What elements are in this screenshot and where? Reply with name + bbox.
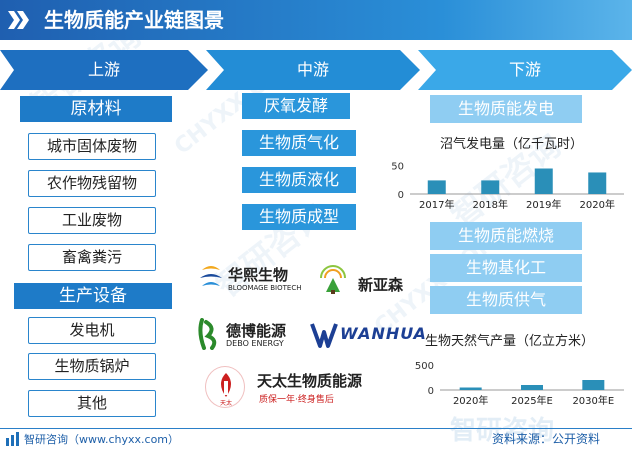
company-name: 华熙生物 [228,266,289,284]
bloomage-logo-icon [200,266,222,286]
company-logo-tiantai: 天太 天太生物质能源 质保一年·终身售后 [205,364,375,412]
company-name: 天太生物质能源 [257,372,363,390]
chart-title: 沼气发电量（亿千瓦时） [440,137,584,152]
wanhua-logo-icon [310,323,338,348]
stage-label-upstream: 上游 [87,60,120,79]
page-title: 生物质能产业链图景 [44,8,224,32]
double-chevron-icon [8,11,30,29]
biogas-production-chart: 0 500 2020年 2025年E 2030年E [415,361,624,407]
x-tick-label: 2020年 [580,198,615,211]
footer-source: 资料来源：公开资料 [492,432,601,446]
raw-material-item: 农作物残留物 [28,170,156,197]
bar [459,387,482,390]
x-tick-label: 2025年E [511,394,553,407]
company-subtitle: BLOOMAGE BIOTECH [228,284,302,292]
downstream-item: 生物质供气 [430,286,582,314]
midstream-item: 厌氧发酵 [242,93,350,119]
company-logo-wanhua: WANHUA [310,318,426,354]
raw-material-item: 畜禽粪污 [28,244,156,271]
midstream-item: 生物质液化 [242,167,356,193]
equipment-item: 发电机 [28,317,156,344]
x-tick-label: 2017年 [419,198,454,211]
y-tick-label: 0 [428,386,434,397]
stage-label-downstream: 下游 [508,60,541,79]
raw-materials-heading: 原材料 [20,96,172,122]
bar [588,172,607,194]
bar [427,180,446,194]
y-tick-label: 50 [391,162,404,173]
equipment-heading: 生产设备 [14,283,172,309]
downstream-item: 生物基化工 [430,254,582,282]
bar [481,180,500,194]
raw-material-item: 工业废物 [28,207,156,234]
midstream-item: 生物质气化 [242,130,356,156]
footer-divider [0,428,632,429]
footer-brand: 智研咨询（www.chyxx.com） [24,433,180,446]
equipment-item: 其他 [28,390,156,417]
y-tick-label: 0 [398,190,404,201]
x-tick-label: 2018年 [473,198,508,211]
title-bar [0,0,632,40]
company-logo-xinyasen: 新亚森 [318,262,418,302]
stage-arrow-upstream: 上游 [0,50,208,90]
tiantai-logo-icon: 天太 [205,366,245,408]
brand-logo-icon [6,431,20,450]
y-tick-label: 500 [415,361,434,372]
company-logo-debo: 德博能源 DEBO ENERGY [196,318,308,354]
stage-arrow-downstream: 下游 [418,50,632,90]
x-tick-label: 2019年 [526,198,561,211]
company-name: 新亚森 [358,276,404,294]
debo-logo-icon [198,318,217,350]
bar [534,168,553,194]
company-name: 德博能源 [226,322,287,340]
x-tick-label: 2030年E [572,394,614,407]
midstream-item: 生物质成型 [242,204,356,230]
chart-title: 生物天然气产量（亿立方米） [425,334,595,349]
downstream-power-heading: 生物质能发电 [430,95,582,123]
downstream-item: 生物质能燃烧 [430,222,582,250]
xinyasen-logo-icon [320,265,346,294]
company-slogan: 质保一年·终身售后 [259,395,334,405]
company-logo-bloomage: 华熙生物 BLOOMAGE BIOTECH [198,262,310,302]
company-subtitle: DEBO ENERGY [226,339,284,348]
x-tick-label: 2020年 [453,394,488,407]
biogas-power-chart: 0 50 2017年 2018年 2019年 2020年 [391,162,624,211]
tiantai-badge: 天太 [219,400,232,407]
bar [521,385,543,390]
raw-material-item: 城市固体废物 [28,133,156,160]
company-name: WANHUA [340,324,427,343]
equipment-item: 生物质锅炉 [28,353,156,380]
stage-arrow-midstream: 中游 [206,50,420,90]
stage-label-midstream: 中游 [296,60,329,79]
bar [582,380,605,390]
